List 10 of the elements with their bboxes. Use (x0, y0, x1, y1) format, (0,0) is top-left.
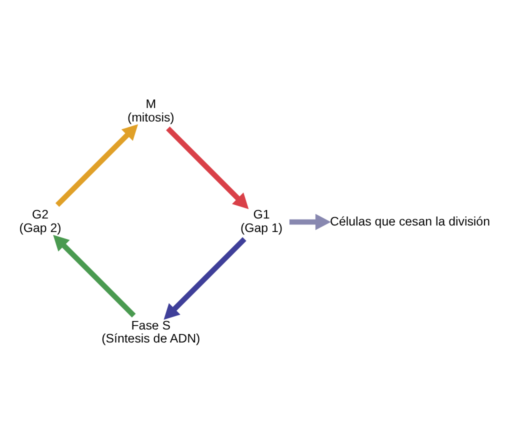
node-text: Células que cesan la división (330, 214, 490, 228)
arrow (55, 124, 138, 206)
arrow (166, 126, 249, 209)
arrow (289, 213, 331, 230)
arrow (164, 236, 246, 320)
node-text: Fase S (Síntesis de ADN) (102, 318, 200, 346)
node-text: M (mitosis) (127, 96, 174, 124)
node-text: G2 (Gap 2) (19, 207, 62, 234)
arrow (53, 234, 136, 317)
node-text: G1 (Gap 1) (240, 207, 283, 234)
